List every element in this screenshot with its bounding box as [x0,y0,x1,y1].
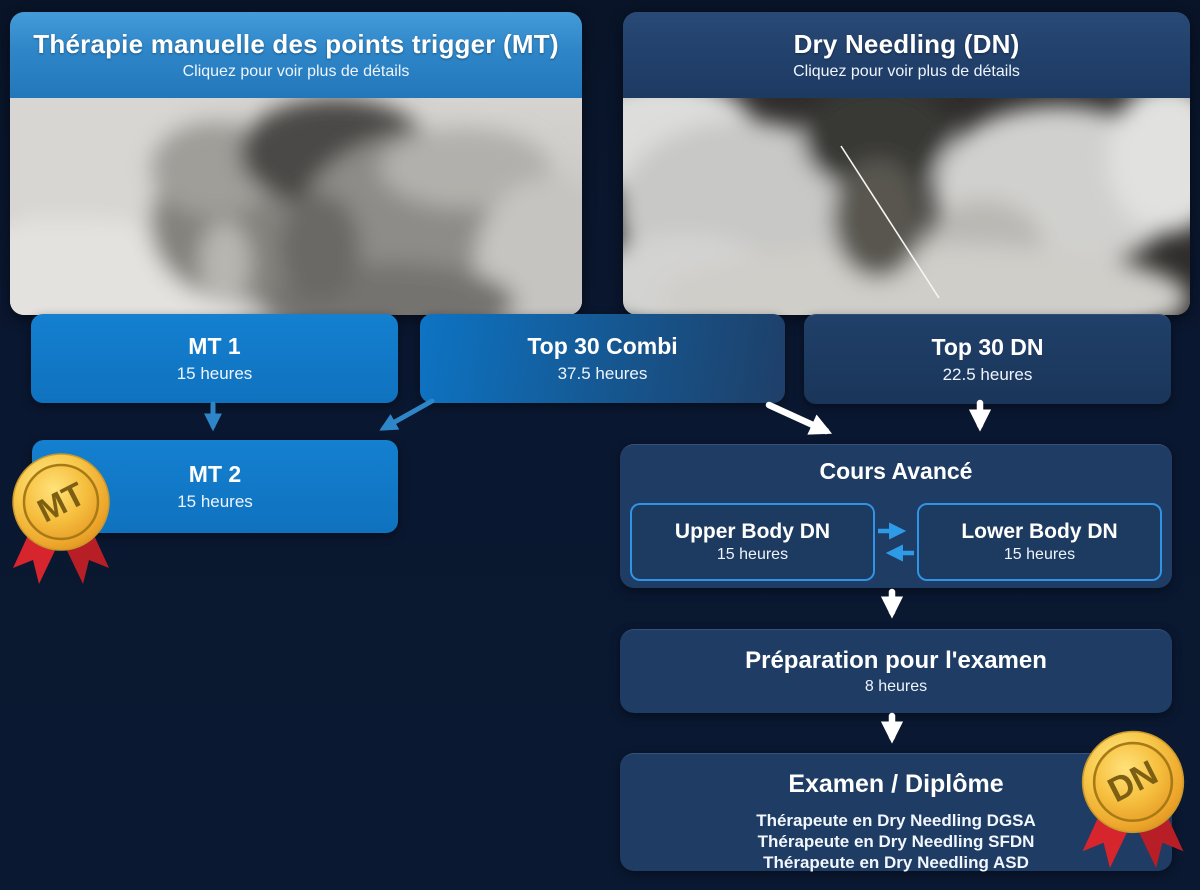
course-box-mt2[interactable]: MT 2 15 heures [32,440,398,533]
course-hours: 22.5 heures [942,365,1033,384]
course-hours: 37.5 heures [557,364,648,383]
course-box-top30-dn[interactable]: Top 30 DN 22.5 heures [804,314,1171,404]
course-hours: 15 heures [177,492,253,511]
advanced-panel-title: Cours Avancé [819,458,973,484]
exam-diploma-box[interactable]: Examen / Diplôme Thérapeute en Dry Needl… [620,753,1172,873]
course-box-upper-body-dn[interactable]: Upper Body DN 15 heures [630,503,875,581]
exam-prep-box[interactable]: Préparation pour l'examen 8 heures [620,629,1172,713]
course-title: Top 30 DN [931,334,1044,360]
course-hours: 15 heures [1003,546,1076,563]
diploma-line: Thérapeute en Dry Needling SFDN [757,832,1035,852]
course-title: Upper Body DN [674,520,831,543]
dry-needling-photo-illustration [623,98,1190,315]
course-title: Top 30 Combi [527,333,678,359]
course-box-mt1[interactable]: MT 1 15 heures [31,314,398,403]
mt-course-photo [10,98,582,315]
dn-course-photo [623,98,1190,315]
course-box-top30-combi[interactable]: Top 30 Combi 37.5 heures [420,314,785,403]
dn-card-title: Dry Needling (DN) [793,29,1020,59]
arrow-combi-to-advanced [765,401,833,435]
course-title: Lower Body DN [961,520,1118,543]
advanced-course-row: Upper Body DN 15 heures Lower Body DN 15… [620,503,1172,581]
diploma-line: Thérapeute en Dry Needling DGSA [756,811,1036,830]
prep-title: Préparation pour l'examen [745,647,1047,674]
advanced-course-panel: Cours Avancé Upper Body DN 15 heures Low… [620,444,1172,588]
arrow-combi-to-mt2 [379,398,435,431]
needle [840,145,940,299]
mt-card-subtitle: Cliquez pour voir plus de détails [182,63,410,80]
course-title: MT 1 [188,333,241,359]
dn-course-card[interactable]: Dry Needling (DN) Cliquez pour voir plus… [623,12,1190,315]
course-hours: 15 heures [176,364,253,383]
trigger-point-massage-photo-illustration [10,98,582,315]
exam-title: Examen / Diplôme [788,770,1004,798]
course-title: MT 2 [188,461,242,487]
dn-card-header[interactable]: Dry Needling (DN) Cliquez pour voir plus… [623,12,1190,98]
course-box-lower-body-dn[interactable]: Lower Body DN 15 heures [917,503,1162,581]
mt-card-header[interactable]: Thérapie manuelle des points trigger (MT… [10,12,582,98]
diploma-line: Thérapeute en Dry Needling ASD [763,853,1029,873]
course-hours: 15 heures [716,546,789,563]
prep-hours: 8 heures [864,678,928,695]
dn-card-subtitle: Cliquez pour voir plus de détails [793,63,1020,80]
mt-card-title: Thérapie manuelle des points trigger (MT… [33,29,559,59]
mt-course-card[interactable]: Thérapie manuelle des points trigger (MT… [10,12,582,315]
